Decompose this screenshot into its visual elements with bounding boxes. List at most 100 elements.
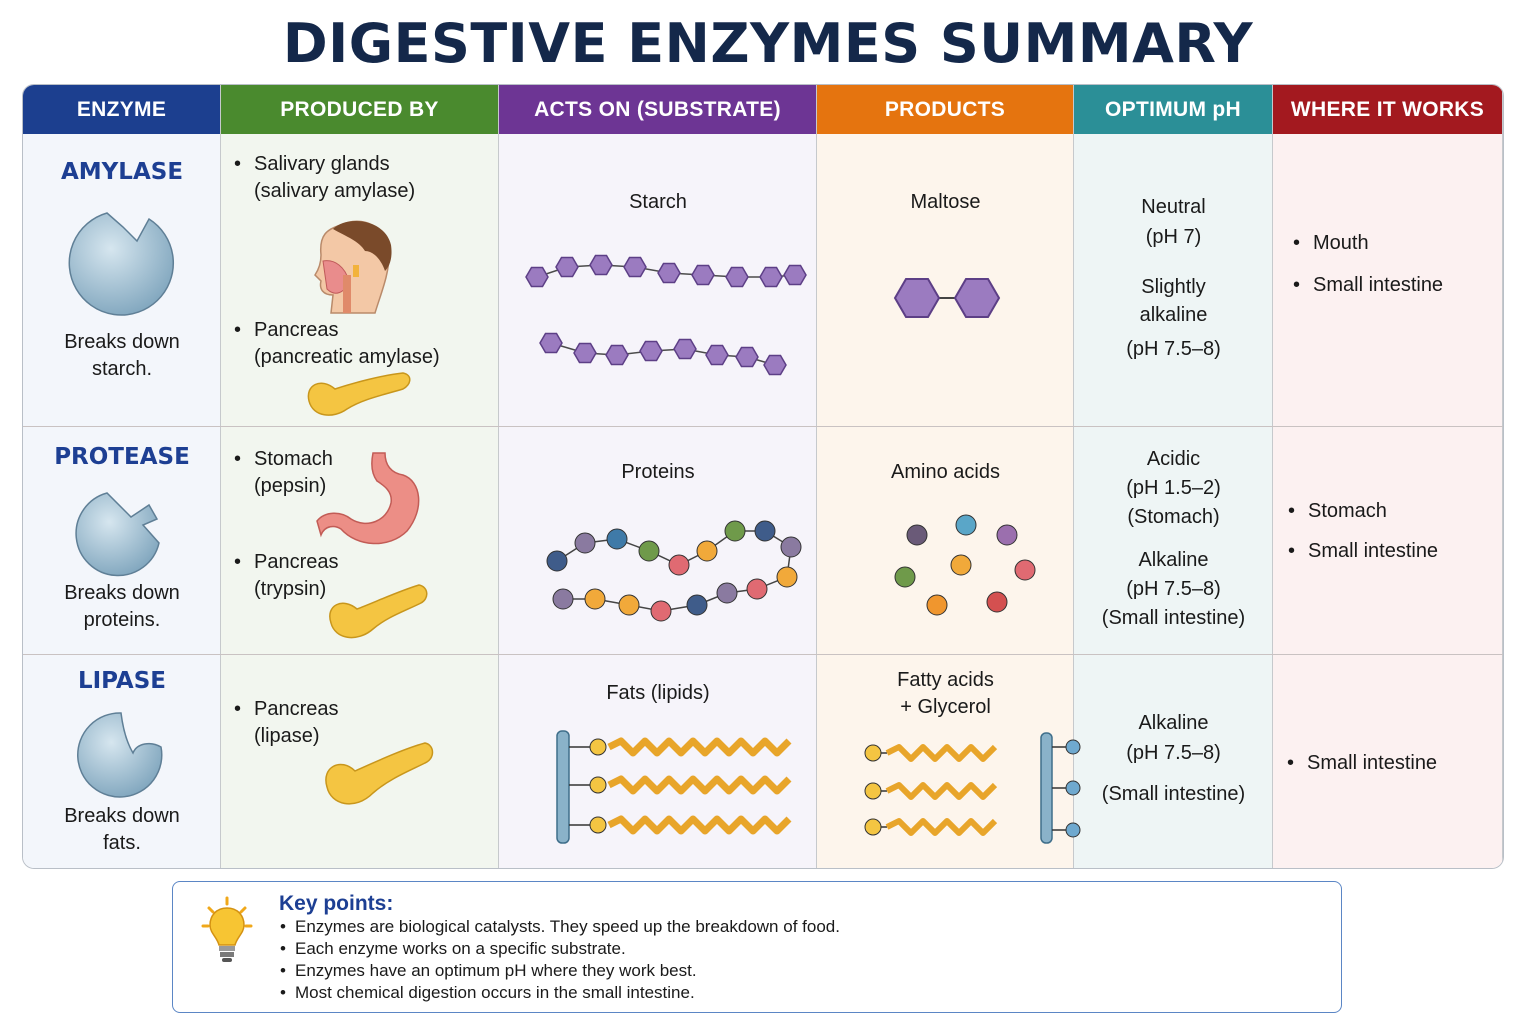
amino-acid-bead xyxy=(618,594,640,616)
amino-acid-bead xyxy=(650,600,672,622)
produced-pancreas-lipase: Pancreas (lipase) xyxy=(234,696,338,750)
key-points-title: Key points: xyxy=(279,892,394,915)
amino-acid xyxy=(955,514,977,536)
produced-pancreas-trypsin: Pancreas (trypsin) xyxy=(234,549,338,603)
glucose-unit xyxy=(605,344,629,366)
glucose-unit xyxy=(725,266,749,288)
header-products: PRODUCTS xyxy=(817,85,1073,134)
pancreas-icon xyxy=(329,584,428,639)
amylase-enzyme-icon xyxy=(68,212,175,316)
list-item: Enzymes are biological catalysts. They s… xyxy=(280,916,840,938)
where-mouth: Mouth xyxy=(1293,230,1368,257)
header-where: WHERE IT WORKS xyxy=(1273,85,1502,134)
glucose-unit xyxy=(759,266,783,288)
amino-acid-bead xyxy=(746,578,768,600)
fatty-acid-chain xyxy=(885,782,998,800)
fatty-acid-chain xyxy=(885,818,998,836)
enzyme-name-amylase: AMYLASE xyxy=(60,159,184,185)
amino-acid-bead xyxy=(638,540,660,562)
glycerol xyxy=(1040,732,1053,844)
pancreas-icon xyxy=(325,742,434,805)
lightbulb-icon xyxy=(201,896,253,962)
column-optimum-ph: OPTIMUM pH xyxy=(1074,85,1273,868)
amino-acid-bead xyxy=(754,520,776,542)
head-icon xyxy=(314,220,392,314)
enzymes-table: ENZYME PRODUCED BY ACTS ON (SUBSTRATE) P… xyxy=(22,84,1504,869)
amino-acid-bead xyxy=(668,554,690,576)
where-small-intestine: Small intestine xyxy=(1287,750,1437,777)
row-divider xyxy=(23,654,1503,655)
glucose-unit xyxy=(623,256,647,278)
amino-acid-bead xyxy=(780,536,802,558)
product-amino-acids: Amino acids xyxy=(891,461,1000,483)
amino-acid xyxy=(894,566,916,588)
list-item: Enzymes have an optimum pH where they wo… xyxy=(280,960,840,982)
starch-chain-icon xyxy=(525,254,807,376)
stomach-icon xyxy=(316,452,420,545)
fatty-acids-glycerol-icon xyxy=(864,732,1081,844)
amino-acid xyxy=(906,524,928,546)
pancreas-icon xyxy=(307,372,411,416)
column-products: PRODUCTS xyxy=(817,85,1074,868)
amino-acid-bead xyxy=(606,528,628,550)
substrate-fats: Fats (lipids) xyxy=(606,682,710,704)
glucose-unit xyxy=(555,256,579,278)
amino-acid xyxy=(1014,559,1036,581)
where-small-intestine: Small intestine xyxy=(1293,272,1443,299)
header-produced-by: PRODUCED BY xyxy=(221,85,498,134)
glycerol-backbone xyxy=(556,730,570,844)
glucose-unit xyxy=(573,342,597,364)
ph-lipase: Alkaline (pH 7.5–8) (Small intestine) xyxy=(1101,712,1246,805)
amino-acid-bead xyxy=(552,588,574,610)
column-acts-on: ACTS ON (SUBSTRATE) xyxy=(499,85,817,868)
amino-acid xyxy=(950,554,972,576)
list-item: Each enzyme works on a specific substrat… xyxy=(280,938,840,960)
key-points-list: Enzymes are biological catalysts. They s… xyxy=(280,916,840,1004)
key-points-box: Key points: Enzymes are biological catal… xyxy=(172,881,1342,1013)
glucose-unit xyxy=(691,264,715,286)
amino-acid xyxy=(926,594,948,616)
glucose-unit xyxy=(589,254,613,276)
ph-amylase: Neutral (pH 7) Slightly alkaline (pH 7.5… xyxy=(1126,196,1221,360)
glucose-unit xyxy=(783,264,807,286)
protease-description: Breaks down proteins. xyxy=(64,582,180,631)
amino-acid xyxy=(986,591,1008,613)
fatty-acid-chain xyxy=(607,737,792,757)
produced-pancreas-amylase: Pancreas (pancreatic amylase) xyxy=(234,317,440,371)
produced-stomach: Stomach (pepsin) xyxy=(234,446,333,500)
enzyme-name-lipase: LIPASE xyxy=(77,668,167,694)
amino-acid-bead xyxy=(696,540,718,562)
protease-enzyme-icon xyxy=(75,492,160,577)
column-where: WHERE IT WORKS xyxy=(1273,85,1503,868)
produced-salivary: Salivary glands (salivary amylase) xyxy=(234,151,415,205)
amino-acid-bead xyxy=(574,532,596,554)
fatty-acid-chain xyxy=(607,775,792,795)
triglyceride-icon xyxy=(556,730,792,844)
amino-acid-bead xyxy=(776,566,798,588)
glucose-unit xyxy=(639,340,663,362)
where-stomach: Stomach xyxy=(1288,498,1387,525)
product-maltose: Maltose xyxy=(910,191,981,213)
list-item: Most chemical digestion occurs in the sm… xyxy=(280,982,840,1004)
glucose-unit xyxy=(525,266,549,288)
amino-acid-bead xyxy=(584,588,606,610)
lipase-description: Breaks down fats. xyxy=(64,805,180,854)
glucose-unit xyxy=(763,354,787,376)
row-divider xyxy=(23,426,1503,427)
substrate-starch: Starch xyxy=(629,191,687,213)
amino-acid-bead xyxy=(724,520,746,542)
glucose-unit xyxy=(539,332,563,354)
enzyme-name-protease: PROTEASE xyxy=(54,444,190,470)
glucose-unit xyxy=(673,338,697,360)
glucose-unit xyxy=(735,346,759,368)
fatty-acid-chain xyxy=(885,744,998,762)
where-small-intestine: Small intestine xyxy=(1288,538,1438,565)
glucose-unit xyxy=(705,344,729,366)
amino-acid xyxy=(996,524,1018,546)
header-acts-on: ACTS ON (SUBSTRATE) xyxy=(499,85,816,134)
protein-chain-icon xyxy=(546,520,802,622)
substrate-proteins: Proteins xyxy=(621,461,695,483)
amino-acids-icon xyxy=(894,514,1036,616)
amino-acid-bead xyxy=(546,550,568,572)
product-fatty-acids-glycerol: Fatty acids + Glycerol xyxy=(897,669,994,718)
